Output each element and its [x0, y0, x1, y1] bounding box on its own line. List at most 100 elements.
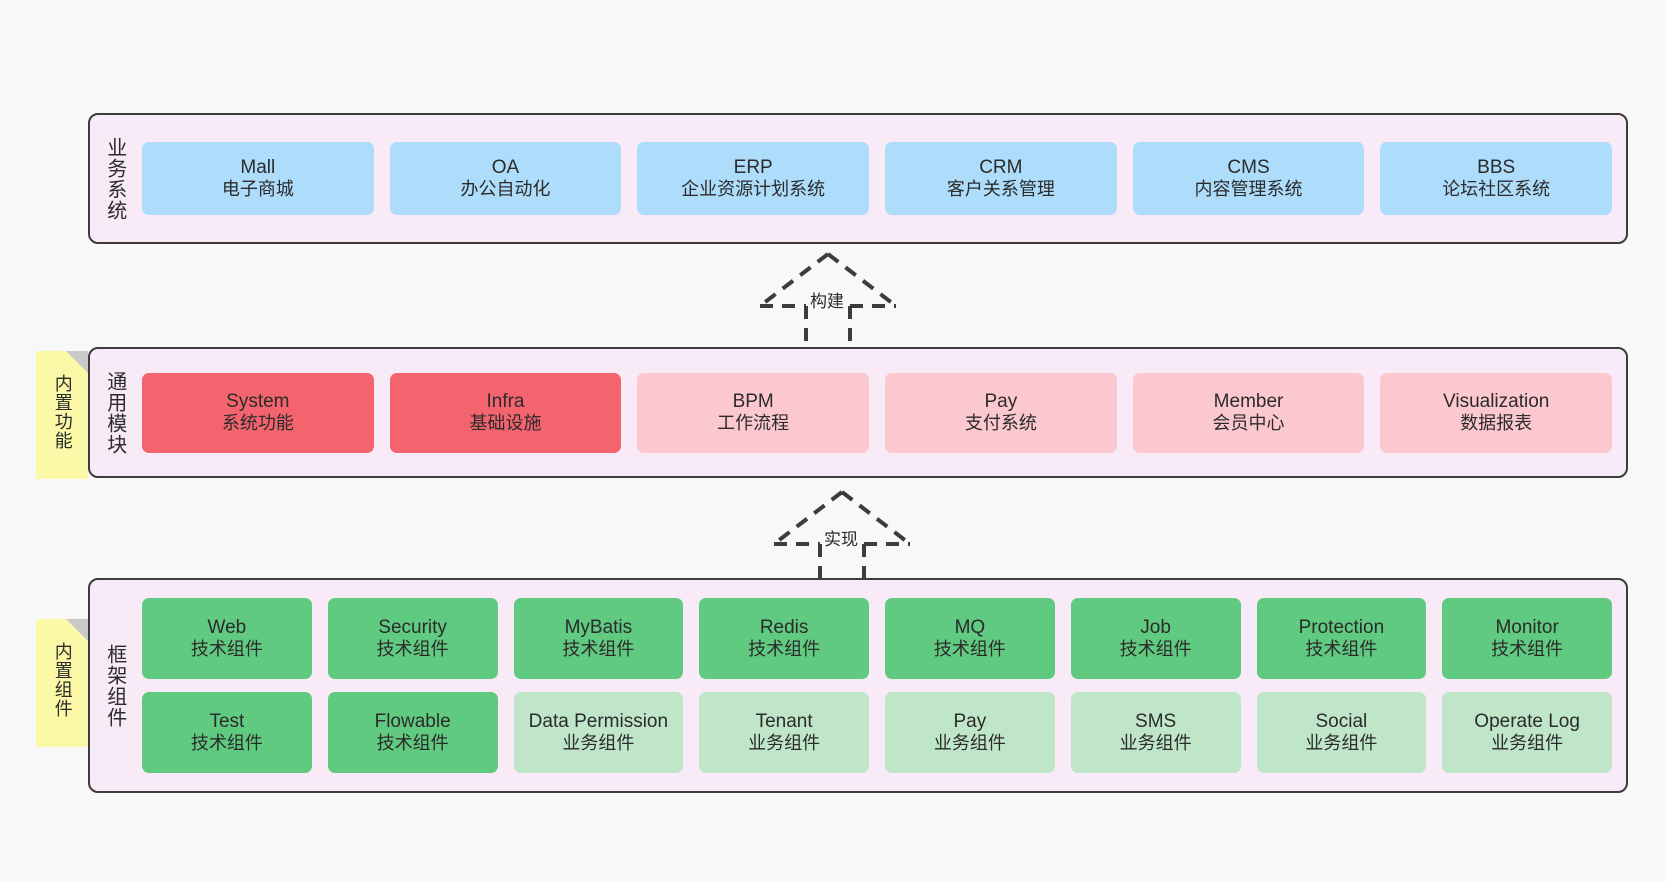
sticky-note-builtin-function: 内置功能: [36, 351, 88, 479]
cell-subtitle: 论坛社区系统: [1442, 179, 1551, 200]
cell-row: Web 技术组件 Security 技术组件 MyBatis 技术组件 Redi…: [142, 598, 1612, 679]
cell-subtitle: 基础设施: [469, 413, 542, 434]
cell-mybatis[interactable]: MyBatis 技术组件: [513, 598, 684, 679]
cell-subtitle: 系统功能: [221, 413, 294, 434]
cell-erp[interactable]: ERP 企业资源计划系统: [637, 142, 870, 215]
cell-bbs[interactable]: BBS 论坛社区系统: [1380, 142, 1613, 215]
cell-title: CMS: [1227, 156, 1270, 178]
cell-subtitle: 支付系统: [964, 413, 1037, 434]
cell-monitor[interactable]: Monitor 技术组件: [1442, 598, 1612, 679]
cell-tenant[interactable]: Tenant 业务组件: [699, 692, 869, 773]
layer-title-common-module: 通用模块: [103, 370, 126, 455]
cell-mall[interactable]: Mall 电子商城: [142, 142, 374, 215]
cell-subtitle: 技术组件: [190, 733, 263, 754]
dashed-hollow-arrow-up-icon: [772, 490, 912, 588]
cell-social[interactable]: Social 业务组件: [1256, 692, 1427, 773]
layer-title-business-system: 业务系统: [103, 136, 126, 221]
cell-title: Pay: [953, 710, 987, 732]
cell-subtitle: 技术组件: [376, 733, 449, 754]
cell-subtitle: 内容管理系统: [1194, 179, 1303, 200]
cell-title: Redis: [759, 616, 809, 638]
cell-system[interactable]: System 系统功能: [142, 372, 374, 453]
cell-title: Member: [1213, 390, 1284, 412]
layer-common-module: 通用模块 System 系统功能 Infra 基础设施 BPM 工作流程 Pay…: [88, 347, 1628, 478]
cell-title: BBS: [1477, 156, 1516, 178]
cell-title: Tenant: [755, 710, 813, 732]
cell-title: MyBatis: [564, 616, 633, 638]
cell-subtitle: 技术组件: [1491, 639, 1564, 660]
cell-subtitle: 业务组件: [1305, 733, 1378, 754]
cell-job[interactable]: Job 技术组件: [1070, 598, 1241, 679]
cell-row: Test 技术组件 Flowable 技术组件 Data Permission …: [142, 692, 1612, 773]
cell-sms[interactable]: SMS 业务组件: [1070, 692, 1241, 773]
cell-title: Protection: [1298, 616, 1385, 638]
cell-crm[interactable]: CRM 客户关系管理: [885, 142, 1117, 215]
cell-subtitle: 技术组件: [1119, 639, 1192, 660]
cell-subtitle: 客户关系管理: [946, 179, 1055, 200]
sticky-note-builtin-component: 内置组件: [36, 619, 88, 747]
cell-title: Flowable: [374, 710, 451, 732]
cell-title: OA: [491, 156, 520, 178]
cell-infra[interactable]: Infra 基础设施: [389, 372, 622, 453]
cell-subtitle: 技术组件: [562, 639, 635, 660]
layer-framework-component: 框架组件 Web 技术组件 Security 技术组件 MyBatis 技术组件…: [88, 578, 1628, 793]
cell-operate-log[interactable]: Operate Log 业务组件: [1442, 692, 1612, 773]
cell-row: Mall 电子商城 OA 办公自动化 ERP 企业资源计划系统 CRM 客户关系…: [142, 142, 1613, 215]
cell-subtitle: 业务组件: [1491, 733, 1564, 754]
cell-subtitle: 技术组件: [748, 639, 821, 660]
cell-subtitle: 技术组件: [1305, 639, 1378, 660]
cell-bpm[interactable]: BPM 工作流程: [637, 372, 870, 453]
layer-cells: Mall 电子商城 OA 办公自动化 ERP 企业资源计划系统 CRM 客户关系…: [138, 115, 1626, 242]
layer-cells: Web 技术组件 Security 技术组件 MyBatis 技术组件 Redi…: [138, 580, 1626, 791]
cell-title: Web: [207, 616, 247, 638]
folded-corner-icon: [66, 351, 88, 373]
cell-mq[interactable]: MQ 技术组件: [885, 598, 1055, 679]
cell-title: Test: [209, 710, 245, 732]
cell-flowable[interactable]: Flowable 技术组件: [327, 692, 498, 773]
cell-title: BPM: [732, 390, 774, 412]
cell-pay[interactable]: Pay 支付系统: [885, 372, 1117, 453]
cell-subtitle: 业务组件: [1119, 733, 1192, 754]
cell-web[interactable]: Web 技术组件: [142, 598, 312, 679]
cell-subtitle: 技术组件: [933, 639, 1006, 660]
cell-member[interactable]: Member 会员中心: [1132, 372, 1365, 453]
cell-title: SMS: [1135, 710, 1177, 732]
cell-title: MQ: [954, 616, 986, 638]
cell-protection[interactable]: Protection 技术组件: [1256, 598, 1427, 679]
dashed-hollow-arrow-up-icon: [758, 252, 898, 350]
cell-cms[interactable]: CMS 内容管理系统: [1132, 142, 1365, 215]
cell-test[interactable]: Test 技术组件: [142, 692, 312, 773]
cell-title: ERP: [733, 156, 773, 178]
connector-implement: 实现: [756, 484, 936, 588]
cell-subtitle: 工作流程: [717, 413, 790, 434]
cell-subtitle: 技术组件: [376, 639, 449, 660]
folded-corner-icon: [66, 619, 88, 641]
layer-cells: System 系统功能 Infra 基础设施 BPM 工作流程 Pay 支付系统…: [138, 349, 1626, 476]
cell-title: Operate Log: [1474, 710, 1580, 732]
layer-title-framework-component: 框架组件: [103, 643, 126, 728]
cell-row: System 系统功能 Infra 基础设施 BPM 工作流程 Pay 支付系统…: [142, 372, 1613, 453]
cell-security[interactable]: Security 技术组件: [327, 598, 498, 679]
sticky-note-label: 内置功能: [52, 374, 73, 450]
cell-pay-business[interactable]: Pay 业务组件: [885, 692, 1055, 773]
cell-subtitle: 业务组件: [562, 733, 635, 754]
cell-subtitle: 会员中心: [1212, 413, 1285, 434]
cell-title: Pay: [984, 390, 1018, 412]
cell-title: Visualization: [1443, 390, 1550, 412]
cell-title: Social: [1315, 710, 1368, 732]
connector-label-implement: 实现: [822, 525, 860, 550]
cell-oa[interactable]: OA 办公自动化: [389, 142, 622, 215]
cell-title: Monitor: [1495, 616, 1559, 638]
cell-redis[interactable]: Redis 技术组件: [699, 598, 869, 679]
cell-data-permission[interactable]: Data Permission 业务组件: [513, 692, 684, 773]
cell-subtitle: 业务组件: [748, 733, 821, 754]
cell-visualization[interactable]: Visualization 数据报表: [1380, 372, 1613, 453]
cell-subtitle: 技术组件: [190, 639, 263, 660]
cell-subtitle: 业务组件: [933, 733, 1006, 754]
connector-build: 构建: [742, 246, 922, 350]
connector-label-build: 构建: [808, 287, 846, 312]
sticky-note-label: 内置组件: [52, 642, 73, 718]
cell-title: Job: [1140, 616, 1171, 638]
layer-business-system: 业务系统 Mall 电子商城 OA 办公自动化 ERP 企业资源计划系统 CRM…: [88, 113, 1628, 244]
